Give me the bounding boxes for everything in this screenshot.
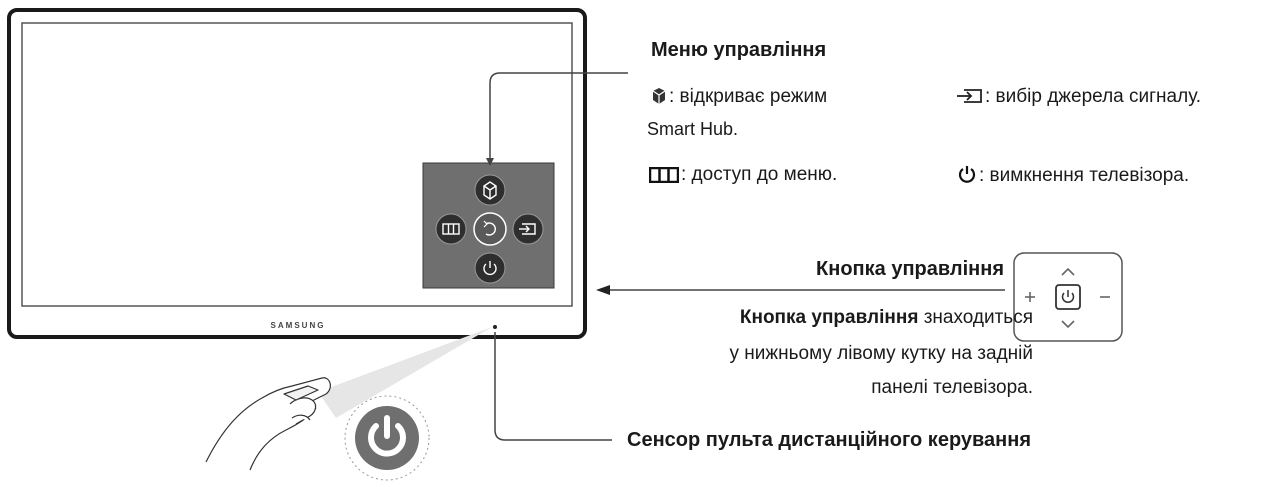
control-menu-leader-line [489, 72, 628, 165]
power-text: : вимкнення телевізора. [979, 165, 1190, 186]
source-description: : вибір джерела сигналу. [955, 86, 1201, 108]
source-text: : вибір джерела сигналу. [985, 86, 1202, 107]
control-button-description-line1: Кнопка управління знаходиться [740, 307, 1033, 329]
menu-power-button[interactable] [474, 252, 506, 284]
control-button-description-rest: знаходиться [918, 307, 1033, 328]
physical-control-button[interactable] [1013, 252, 1123, 342]
menu-source-button[interactable] [512, 213, 544, 245]
menu-text: : доступ до меню. [681, 164, 838, 185]
control-button-label: Кнопка управління [816, 258, 1004, 280]
remote-sensor-leader-line [494, 332, 612, 441]
source-icon [957, 89, 982, 103]
tv-screen [21, 22, 573, 307]
smart-hub-description-line2: Smart Hub. [647, 119, 739, 139]
smart-hub-description: : відкриває режим [651, 86, 827, 108]
smart-hub-text: : відкриває режим [669, 86, 828, 107]
remote-sensor-label: Сенсор пульта дистанційного керування [627, 429, 1032, 451]
chevron-down-icon [1061, 320, 1075, 329]
menu-return-button[interactable] [473, 212, 507, 246]
menu-button[interactable] [435, 213, 467, 245]
remote-power-icon [368, 415, 406, 457]
menu-icon [649, 167, 679, 183]
control-button-description-bold: Кнопка управління [739, 307, 919, 328]
power-icon [958, 166, 976, 183]
chevron-up-icon [1061, 267, 1075, 276]
smart-hub-icon [483, 181, 497, 200]
source-icon [519, 223, 536, 235]
menu-smart-hub-button[interactable] [474, 174, 506, 206]
control-button-description-line3: панелі телевізора. [871, 377, 1033, 398]
plus-icon [1025, 292, 1035, 302]
ir-beam [318, 327, 492, 418]
arrow-left-icon [596, 285, 610, 295]
control-menu-title: Меню управління [651, 39, 827, 61]
menu-icon [442, 223, 460, 235]
menu-description: : доступ до меню. [649, 164, 837, 186]
remote-sensor-dot [493, 325, 497, 329]
control-power-icon [1061, 290, 1075, 304]
hand-with-remote-illustration [205, 377, 331, 471]
return-icon [485, 222, 496, 236]
tv-brand-logo: SAMSUNG [271, 321, 326, 330]
power-icon [483, 261, 497, 276]
control-button-description-line2: у нижньому лівому кутку на задній [729, 343, 1033, 364]
smart-hub-icon [652, 88, 666, 104]
power-description: : вимкнення телевізора. [957, 164, 1189, 187]
